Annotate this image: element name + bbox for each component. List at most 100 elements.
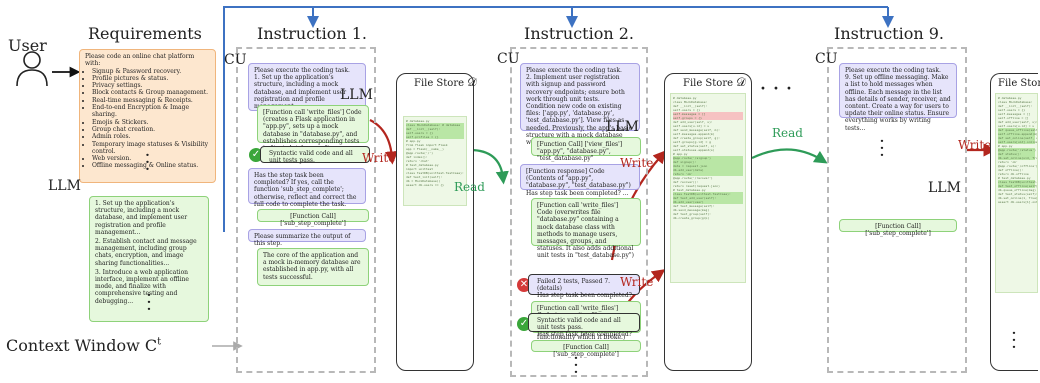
- code-line: self.offline = []: [998, 116, 1029, 120]
- code-line: class MockDatabase:: [673, 100, 708, 104]
- cu-prompt-9: Please execute the coding task. 9. Set u…: [839, 63, 957, 132]
- code-line: @app.route('/signup'): [673, 156, 743, 160]
- code-line: # app.py: [673, 152, 688, 156]
- ellipsis-vertical: ···: [1011, 323, 1017, 358]
- code-line: import unittest: [406, 167, 434, 171]
- code-line: def signup():: [673, 160, 743, 164]
- code-line: self.offline.append(m): [998, 132, 1038, 136]
- fail-msg-2: Failed 2 tests, Passed 7. (details) Has …: [528, 274, 640, 307]
- llm-label-planner: LLM: [48, 178, 81, 194]
- code-line: def offline():: [998, 168, 1024, 172]
- write-label-4: Write: [958, 138, 992, 152]
- code-line: def test_group(self):: [673, 212, 711, 216]
- code-line: def test_message(self):: [673, 204, 715, 208]
- user-label: User: [8, 36, 47, 55]
- code-line: def send_message(self, m):: [673, 128, 720, 132]
- requirement-item: Profile pictures & status.: [92, 75, 210, 82]
- ellipsis-vertical: ···: [879, 131, 885, 166]
- code-line: @app.route('/offline'): [998, 164, 1038, 168]
- read-label-1: Read: [454, 180, 485, 194]
- code-line: # test_database.py: [406, 163, 439, 167]
- code-line: self.messages = []: [998, 112, 1031, 116]
- requirement-item: Real-time messaging & Receipts.: [92, 97, 210, 104]
- code-line: # database.py: [673, 96, 697, 100]
- user-icon: [16, 51, 48, 87]
- ellipsis-vertical: ···: [573, 348, 579, 383]
- code-line: return 'ok': [673, 172, 743, 176]
- code-line: def __init__(self):: [406, 127, 464, 131]
- instruction-title-2: Instruction 2.: [524, 24, 635, 43]
- code-line: # test_database.py: [998, 176, 1031, 180]
- fn-complete-2: [Function Call] ['sub_step_complete']: [531, 340, 641, 358]
- plan-step: 1. Set up the application's structure, i…: [95, 200, 188, 236]
- fn-call-write-2: [Function call 'write_files'] Code (over…: [531, 198, 641, 259]
- code-line: def __init__(self):: [673, 104, 708, 108]
- code-line: return 'chat': [406, 159, 430, 163]
- code-line: def set_online(self, uid, v):: [998, 136, 1038, 140]
- requirement-item: Block contacts & Group management.: [92, 89, 210, 96]
- fn-call-view-2: [Function Call] ['view_files'] "app.py",…: [531, 137, 641, 162]
- code-line: assert db.users == {}: [406, 183, 444, 187]
- code-line: self.messages = []: [673, 112, 743, 116]
- plan-step: 3. Introduce a web application interface…: [95, 268, 189, 305]
- write-label-3: Write: [620, 275, 654, 289]
- code-line: data = request.json: [673, 164, 743, 168]
- cu-label-2: CU: [497, 51, 520, 67]
- code-line: class TestDB(unittest.TestCase):: [673, 192, 743, 196]
- file-store-2-label: File Store 𝒟: [683, 75, 746, 89]
- code-line: # database.py: [406, 119, 430, 123]
- fn-complete-9: [Function Call] ['sub_step_complete']: [839, 219, 957, 237]
- requirement-item: Admin roles.: [92, 133, 210, 140]
- instruction-2-context-window: [510, 47, 648, 377]
- code-line: def status():: [998, 152, 1035, 156]
- read-label-2: Read: [772, 126, 803, 140]
- code-line: self.profiles = {}: [406, 135, 464, 139]
- pass-msg-2: Syntactic valid code and all unit tests …: [528, 313, 640, 338]
- write-label-2: Write: [620, 156, 654, 170]
- code-line: db.set_online(1, True): [998, 196, 1038, 200]
- code-line: from flask import Flask: [406, 143, 448, 147]
- code-line: self.groups = {}: [673, 116, 743, 120]
- code-line: def test_add_user(self):: [673, 196, 743, 200]
- code-line: def index():: [406, 155, 428, 159]
- code-line: def recover():: [673, 180, 699, 184]
- code-line: db.send_message(msg): [673, 208, 710, 212]
- code-line: db = MockDatabase(): [406, 179, 441, 183]
- code-line: def test_init(self):: [406, 175, 443, 179]
- requirements-title: Requirements: [88, 24, 202, 43]
- code-line: db.queue_offline(msg): [998, 188, 1036, 192]
- code-line: @app.route('/recover'): [673, 176, 713, 180]
- code-line: class TestDB(unittest.TestCase):: [998, 180, 1038, 184]
- code-line: return db.offline: [998, 172, 1029, 176]
- code-line: db.add_user(user): [673, 200, 743, 204]
- code-line: class MockDatabase:: [998, 100, 1033, 104]
- instruction-title-1: Instruction 1.: [257, 24, 368, 43]
- context-window-label: Context Window Ct: [6, 336, 162, 355]
- code-line: self.messages.append(m): [673, 132, 715, 136]
- requirement-item: Group chat creation.: [92, 126, 210, 133]
- code-line: db.add_user(data): [673, 168, 743, 172]
- requirements-list: Signup & Password recovery. Profile pict…: [85, 68, 210, 170]
- pass-check-icon: ✓: [249, 148, 263, 162]
- instruction-title-9: Instruction 9.: [834, 24, 945, 43]
- fn-call-write-1: [Function call 'write_files'] Code (crea…: [257, 105, 369, 152]
- summarize-prompt-1: Please summarize the output of this step…: [248, 229, 366, 247]
- requirements-intro: Please code an online chat platform with…: [85, 53, 195, 68]
- requirement-item: Web version.: [92, 155, 210, 162]
- code-line: def queue_offline(self, m):: [998, 128, 1038, 132]
- code-line: self.users[u.id] = u: [998, 124, 1035, 128]
- requirement-item: Privacy settings.: [92, 82, 210, 89]
- code-line: def set_status(self, s):: [673, 144, 717, 148]
- code-line: self.users[u.id] = u: [673, 124, 710, 128]
- summary-1: The core of the application and a mock i…: [257, 248, 369, 286]
- requirement-item: Signup & Password recovery.: [92, 68, 210, 75]
- fn-response-2: [Function response] Code (Contents of "a…: [520, 164, 640, 197]
- cu-label-1: CU: [224, 52, 247, 68]
- requirement-item: Temporary image statuses & Visibility co…: [92, 141, 210, 156]
- code-line: def add_user(self, u):: [998, 120, 1038, 124]
- code-line: self.users = {}: [998, 108, 1026, 112]
